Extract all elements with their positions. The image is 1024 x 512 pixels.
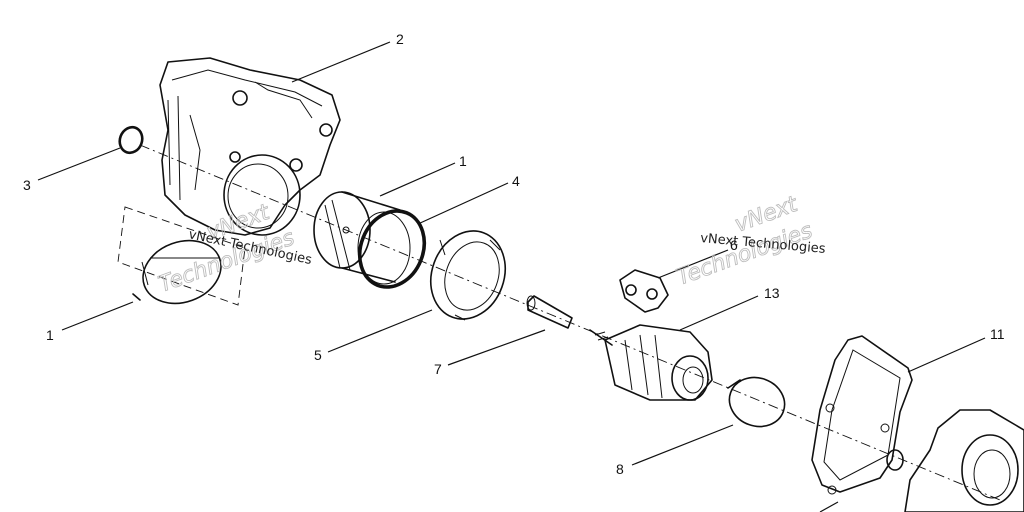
leader-5: [327, 309, 433, 353]
leader-1-left: [61, 301, 134, 331]
leader-4: [417, 182, 509, 225]
part-pin: [526, 295, 573, 329]
part-retaining-ring: [430, 230, 506, 321]
leader-7: [447, 329, 546, 366]
callout-7: 7: [434, 361, 442, 377]
callout-11: 11: [990, 326, 1005, 342]
part-large-oring: [357, 209, 427, 289]
leader-3: [37, 147, 121, 181]
cap-guide-bracket: [117, 206, 246, 306]
callout-6: 6: [730, 237, 738, 253]
callout-3: 3: [23, 177, 31, 193]
callout-1-mid: 1: [459, 153, 467, 169]
part-tab-plate: [619, 269, 669, 313]
part-end-cap-left: [132, 239, 222, 305]
leader-2: [291, 41, 391, 83]
callout-5: 5: [314, 347, 322, 363]
callout-8: 8: [616, 461, 624, 477]
leader-8: [631, 424, 734, 466]
leader-bottom: [819, 501, 839, 512]
part-piston-sleeve: [313, 191, 411, 285]
callout-1-left: 1: [46, 327, 54, 343]
part-gasket: [811, 335, 913, 495]
part-disc: [727, 376, 786, 428]
part-small-oring: [118, 125, 144, 155]
callout-4: 4: [512, 173, 520, 189]
leader-6: [657, 249, 729, 279]
callout-2: 2: [396, 31, 404, 47]
part-right-cover: [904, 409, 1024, 512]
part-housing: [159, 57, 341, 236]
part-actuator-body: [589, 324, 713, 401]
callout-13: 13: [764, 285, 780, 301]
leader-1-mid: [379, 162, 456, 197]
leader-13: [679, 295, 759, 331]
leader-11: [907, 337, 986, 373]
